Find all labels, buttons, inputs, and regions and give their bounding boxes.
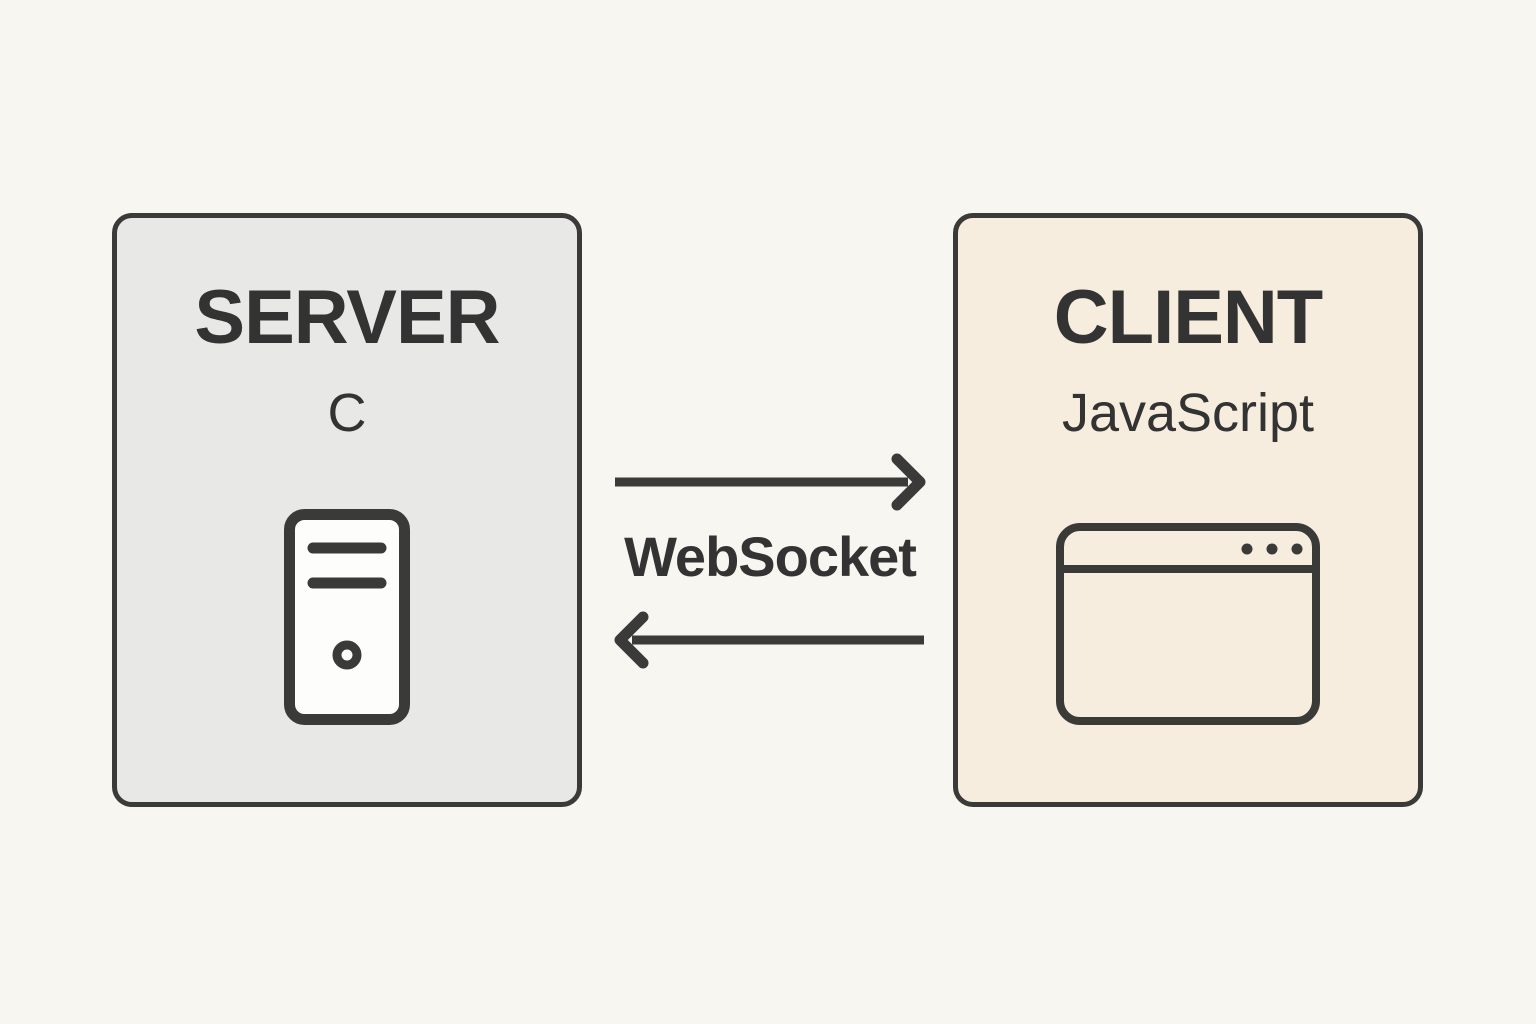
arrow-left-icon <box>614 611 924 669</box>
arrow-right-icon <box>615 453 926 511</box>
browser-window-icon <box>958 523 1418 725</box>
client-title: CLIENT <box>1053 275 1323 360</box>
server-tower-icon <box>117 509 577 725</box>
websocket-label: WebSocket <box>624 525 917 588</box>
server-subtitle: C <box>327 383 367 443</box>
client-box: CLIENT JavaScript <box>953 213 1423 807</box>
server-box: SERVER C <box>112 213 582 807</box>
server-title: SERVER <box>194 275 500 360</box>
client-subtitle: JavaScript <box>1061 383 1315 443</box>
websocket-connection: WebSocket <box>590 440 950 680</box>
